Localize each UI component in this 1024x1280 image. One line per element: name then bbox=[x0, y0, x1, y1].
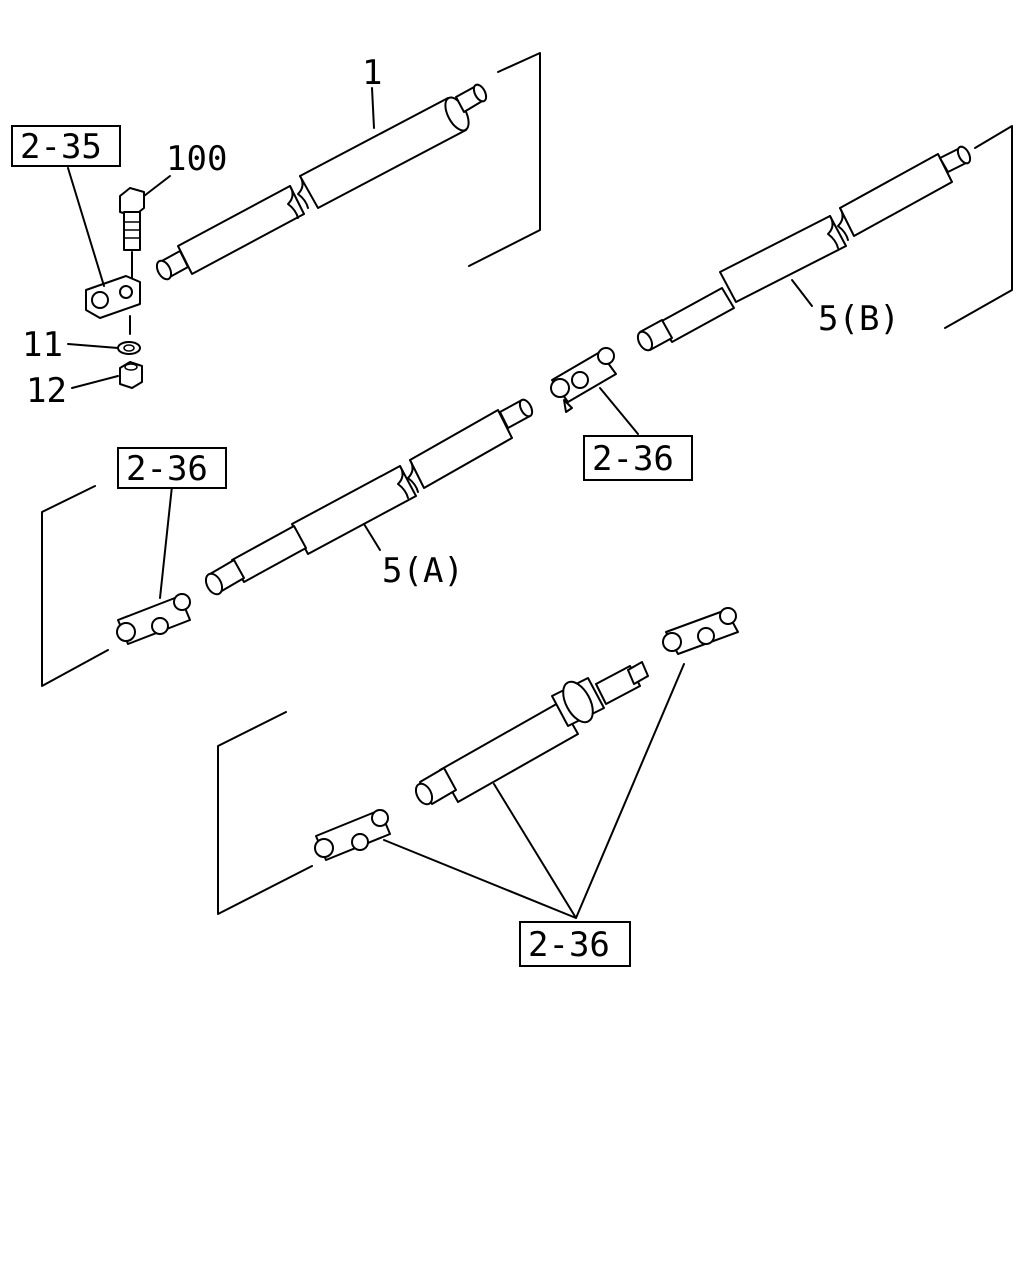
ref-label-2-36-left: 2-36 bbox=[126, 449, 208, 489]
ref-label-2-36-bottom: 2-36 bbox=[528, 925, 610, 965]
leader-1 bbox=[371, 87, 375, 129]
leader-2-36-bottom bbox=[383, 663, 685, 919]
leader-100 bbox=[143, 175, 171, 197]
leader-2-36-left bbox=[159, 485, 173, 599]
label-part-5b: 5(B) bbox=[818, 299, 900, 339]
u-joint-middle bbox=[550, 347, 617, 413]
label-part-1: 1 bbox=[362, 53, 382, 93]
ref-label-2-36-middle: 2-36 bbox=[592, 439, 674, 479]
bracket-5a bbox=[41, 485, 109, 687]
bolt-100 bbox=[119, 187, 145, 279]
ref-box-2-36-bottom[interactable]: 2-36 bbox=[519, 921, 631, 967]
u-joint-lower-right bbox=[662, 607, 739, 655]
shaft-5a bbox=[204, 398, 534, 596]
ref-label-2-35: 2-35 bbox=[20, 127, 102, 167]
ref-box-2-35[interactable]: 2-35 bbox=[11, 125, 121, 167]
leader-11 bbox=[67, 343, 119, 349]
leader-2-35 bbox=[67, 167, 105, 287]
ref-box-2-36-left[interactable]: 2-36 bbox=[117, 447, 227, 489]
u-joint-lower-left bbox=[314, 809, 391, 861]
shaft-1 bbox=[155, 52, 541, 281]
leader-12 bbox=[71, 375, 119, 389]
ref-box-2-36-middle[interactable]: 2-36 bbox=[583, 435, 693, 481]
label-part-100: 100 bbox=[166, 139, 227, 179]
label-part-12: 12 bbox=[26, 371, 67, 411]
leader-2-36-middle bbox=[599, 387, 639, 435]
shaft-5b bbox=[636, 125, 1013, 352]
leader-5a bbox=[363, 523, 381, 551]
nut-12 bbox=[119, 361, 143, 389]
shaft-lower bbox=[217, 661, 649, 915]
washer-11 bbox=[117, 341, 141, 355]
label-part-11: 11 bbox=[22, 325, 63, 365]
leader-5b bbox=[791, 279, 813, 307]
clevis-bracket bbox=[85, 275, 141, 335]
u-joint-left bbox=[116, 593, 191, 645]
label-part-5a: 5(A) bbox=[382, 551, 464, 591]
